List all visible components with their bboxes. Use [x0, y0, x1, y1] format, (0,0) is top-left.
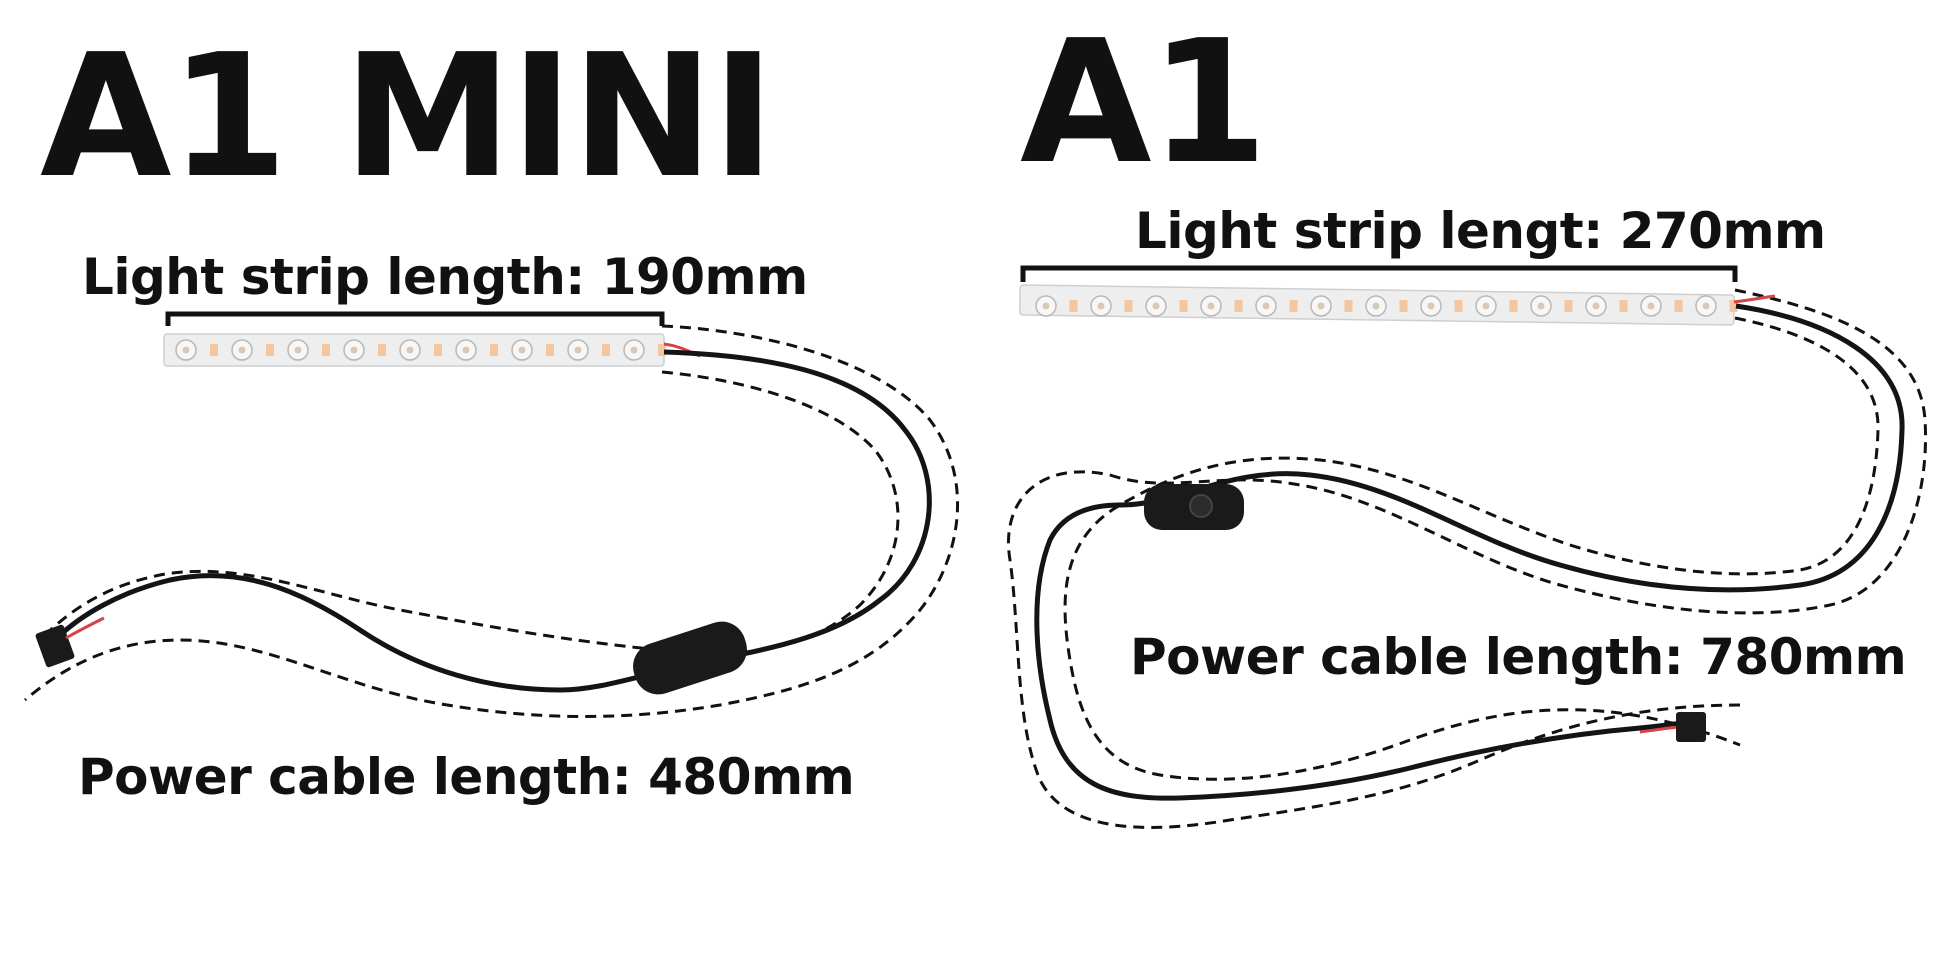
led-chip: [266, 344, 274, 356]
led-core: [294, 346, 302, 354]
led-chip: [1454, 300, 1463, 312]
led-core: [350, 346, 358, 354]
led-chip: [1564, 300, 1573, 312]
led-core: [574, 346, 582, 354]
led-chip: [322, 344, 330, 356]
power-cable-length-label-mini: Power cable length: 480mm: [78, 748, 855, 806]
led-core: [1702, 302, 1710, 310]
a1-inline-switch: [1144, 484, 1244, 530]
led-chip: [1179, 300, 1188, 312]
led-chip: [1289, 300, 1298, 312]
led-core: [1537, 302, 1545, 310]
mini-inline-switch: [633, 621, 747, 695]
led-core: [1372, 302, 1380, 310]
led-core: [1482, 302, 1490, 310]
led-chip: [1399, 300, 1408, 312]
led-chip: [434, 344, 442, 356]
a1-led-row: [1035, 295, 1738, 317]
led-chip: [1729, 300, 1738, 312]
led-chip: [1069, 300, 1078, 312]
led-chip: [602, 344, 610, 356]
led-core: [406, 346, 414, 354]
led-chip: [658, 344, 666, 356]
led-core: [1427, 302, 1435, 310]
mini-assembly: [24, 311, 959, 718]
light-strip-length-label-mini: Light strip length: 190mm: [82, 248, 808, 306]
led-chip: [378, 344, 386, 356]
led-chip: [1124, 300, 1133, 312]
led-chip: [1344, 300, 1353, 312]
a1-wire-stub-red: [1733, 294, 1776, 304]
led-core: [1207, 302, 1215, 310]
led-core: [1262, 302, 1270, 310]
mini-led-row: [175, 339, 666, 361]
a1-cable-guide-inner: [1063, 316, 1880, 781]
product-title-a1-mini: A1 MINI: [40, 18, 775, 216]
led-chip: [1509, 300, 1518, 312]
led-core: [1097, 302, 1105, 310]
mini-connector: [35, 616, 105, 668]
a1-power-cable: [1034, 303, 1905, 801]
led-core: [462, 346, 470, 354]
led-core: [1592, 302, 1600, 310]
a1-cable-guide-outer: [1007, 288, 1928, 829]
led-chip: [1674, 300, 1683, 312]
led-chip: [546, 344, 554, 356]
led-chip: [1619, 300, 1628, 312]
mini-cable-guide-inner: [38, 370, 900, 655]
led-core: [1042, 302, 1050, 310]
led-chip: [210, 344, 218, 356]
product-title-a1: A1: [1020, 4, 1268, 202]
light-strip-length-label-a1: Light strip lengt: 270mm: [1135, 202, 1826, 260]
mini-strip-dimension-bracket: [165, 311, 665, 326]
a1-strip-dimension-bracket: [1020, 265, 1738, 282]
led-core: [518, 346, 526, 354]
led-chip: [490, 344, 498, 356]
power-cable-length-label-a1: Power cable length: 780mm: [1130, 628, 1907, 686]
a1-assembly: [1007, 265, 1928, 829]
led-core: [630, 346, 638, 354]
a1-connector: [1639, 712, 1706, 742]
mini-cable-guide-outer: [24, 324, 959, 718]
led-core: [1647, 302, 1655, 310]
led-core: [1317, 302, 1325, 310]
led-core: [1152, 302, 1160, 310]
led-core: [182, 346, 190, 354]
led-core: [238, 346, 246, 354]
led-chip: [1234, 300, 1243, 312]
